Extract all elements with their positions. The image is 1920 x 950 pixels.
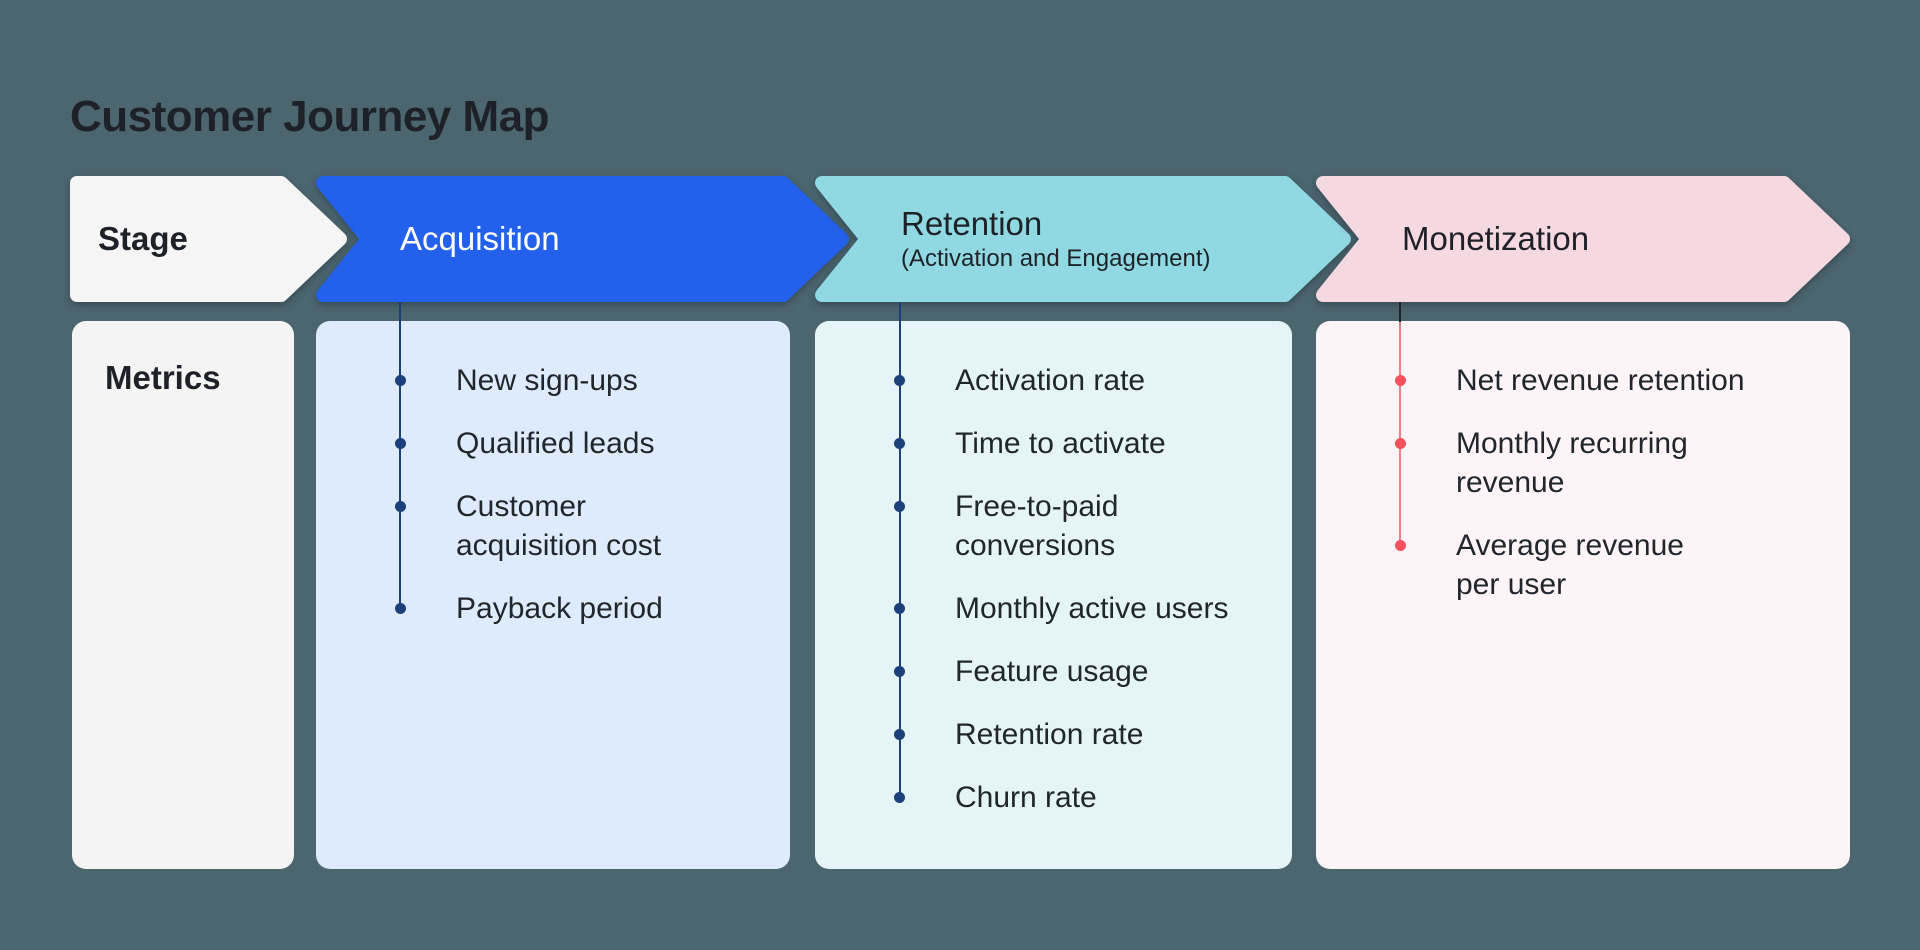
retention-metric-list: Activation rate Time to activate Free-to… [815, 321, 1292, 817]
retention-arrow-shape [815, 176, 1351, 302]
metric-item-label: Monthly active users [955, 592, 1229, 625]
metric-item: Churn rate [894, 778, 1264, 817]
bullet-dot-icon [395, 375, 406, 386]
metric-item: Average revenue per user [1395, 526, 1822, 604]
monetization-metrics-card: Net revenue retention Monthly recurring … [1316, 321, 1850, 869]
metric-item: Activation rate [894, 361, 1264, 400]
bullet-dot-icon [395, 438, 406, 449]
bullet-dot-icon [1395, 540, 1406, 551]
acquisition-arrow-shape [316, 176, 849, 302]
monetization-metric-list: Net revenue retention Monthly recurring … [1316, 321, 1850, 604]
bullet-dot-icon [894, 438, 905, 449]
metric-item: Retention rate [894, 715, 1264, 754]
bullet-dot-icon [395, 501, 406, 512]
acquisition-metrics-card: New sign-ups Qualified leads Customer ac… [316, 321, 790, 869]
metric-item: Customer acquisition cost [395, 487, 762, 565]
metric-item-label: Monthly recurring revenue [1456, 427, 1688, 499]
retention-stage-sublabel: (Activation and Engagement) [901, 245, 1211, 272]
metric-item-label: Qualified leads [456, 427, 655, 460]
stage-arrow-shape [70, 176, 347, 302]
metric-item: Time to activate [894, 424, 1264, 463]
bullet-dot-icon [894, 603, 905, 614]
bullet-dot-icon [894, 375, 905, 386]
stage-row-label: Stage [98, 220, 188, 257]
retention-stage-label: Retention [901, 205, 1043, 242]
bullet-dot-icon [1395, 375, 1406, 386]
bullet-dot-icon [894, 792, 905, 803]
metric-item-label: Payback period [456, 592, 663, 625]
stage-header-arrow: Stage [70, 176, 347, 302]
bullet-dot-icon [894, 666, 905, 677]
acquisition-stage-arrow: Acquisition [316, 176, 849, 302]
metric-item: Feature usage [894, 652, 1264, 691]
metric-item-label: Activation rate [955, 364, 1146, 397]
metric-item: Free-to-paid conversions [894, 487, 1264, 565]
monetization-stage-label: Monetization [1402, 220, 1590, 257]
metric-item: Monthly recurring revenue [1395, 424, 1822, 502]
metric-item: New sign-ups [395, 361, 762, 400]
metric-item: Net revenue retention [1395, 361, 1822, 400]
retention-stage-arrow: Retention (Activation and Engagement) [815, 176, 1351, 302]
bullet-dot-icon [395, 603, 406, 614]
retention-metrics-card: Activation rate Time to activate Free-to… [815, 321, 1292, 869]
metric-item-label: Churn rate [955, 781, 1097, 814]
metrics-row-card: Metrics [72, 321, 294, 869]
metric-item-label: New sign-ups [456, 364, 638, 397]
bullet-dot-icon [894, 501, 905, 512]
bullet-dot-icon [1395, 438, 1406, 449]
metric-item: Monthly active users [894, 589, 1264, 628]
metric-item-label: Customer acquisition cost [456, 490, 662, 562]
metric-item: Payback period [395, 589, 762, 628]
metric-item: Qualified leads [395, 424, 762, 463]
monetization-stage-arrow: Monetization [1316, 176, 1850, 302]
metrics-row-label: Metrics [105, 359, 221, 396]
metric-item-label: Free-to-paid conversions [955, 490, 1119, 562]
monetization-arrow-shape [1316, 176, 1850, 302]
page-title: Customer Journey Map [70, 92, 549, 141]
metric-item-label: Retention rate [955, 718, 1144, 751]
monetization-connector-line-top [1398, 302, 1402, 322]
retention-connector-line [898, 302, 902, 798]
metric-item-label: Feature usage [955, 655, 1149, 688]
acquisition-metric-list: New sign-ups Qualified leads Customer ac… [316, 321, 790, 628]
metric-item-label: Net revenue retention [1456, 364, 1745, 397]
metric-item-label: Average revenue per user [1456, 529, 1684, 601]
metric-item-label: Time to activate [955, 427, 1166, 460]
acquisition-stage-label: Acquisition [400, 220, 560, 257]
bullet-dot-icon [894, 729, 905, 740]
acquisition-connector-line [398, 302, 402, 609]
monetization-connector-line [1398, 322, 1402, 546]
